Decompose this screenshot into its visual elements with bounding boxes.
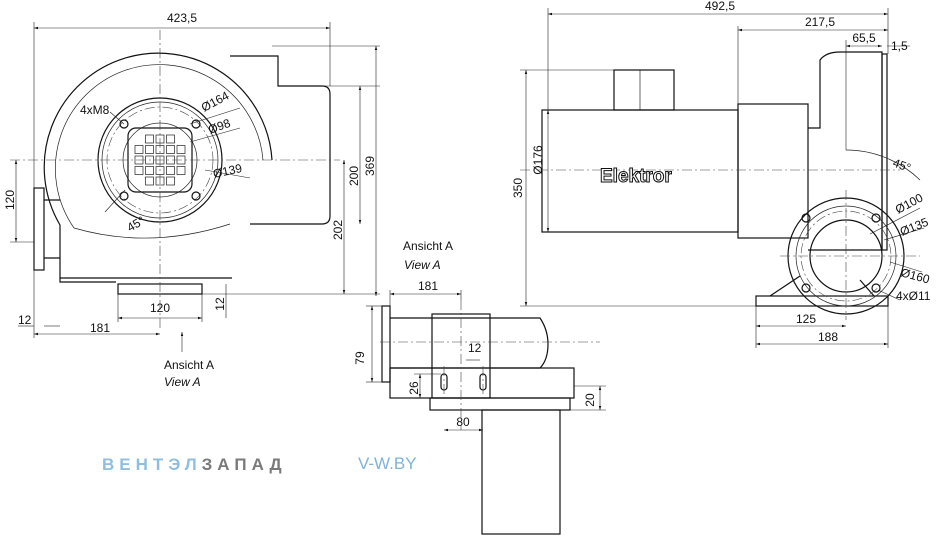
- view-a-label-en: View A: [164, 375, 201, 389]
- side-view: [520, 8, 925, 348]
- side-base-plate: [755, 295, 889, 307]
- view-a-dim-12: 12: [468, 341, 482, 355]
- grill-cell: [166, 145, 175, 154]
- brand-site: V-W.BY: [358, 454, 417, 473]
- dim-height-120: 120: [3, 190, 17, 210]
- grill-cell: [145, 134, 154, 144]
- dim-height-200: 200: [347, 166, 361, 186]
- dim-width-423: 423,5: [167, 11, 197, 25]
- view-a-motor: [481, 409, 561, 535]
- view-a-dim-79: 79: [353, 351, 367, 365]
- front-outlet-flange: [33, 187, 45, 271]
- side-terminal-box: [613, 69, 675, 111]
- label-d139: Ø139: [212, 161, 244, 181]
- side-dim-125: 125: [796, 312, 816, 326]
- side-outlet-d100: [809, 219, 883, 293]
- side-bolt-holes: [801, 213, 881, 293]
- view-a-title-en: View A: [404, 258, 441, 272]
- dim-height-369: 369: [363, 156, 377, 176]
- side-dim-188: 188: [818, 330, 838, 344]
- side-dim-350: 350: [511, 178, 525, 198]
- label-thread-m8: 4xM8: [80, 103, 110, 117]
- view-a-title: Ansicht A: [403, 239, 453, 253]
- dim-height-202: 202: [331, 220, 345, 240]
- grill-cell: [166, 134, 175, 144]
- label-angle-front: 45°: [125, 213, 148, 234]
- grill-cell: [176, 166, 186, 175]
- grill-cell: [166, 176, 175, 186]
- grill-cell: [134, 145, 144, 154]
- side-dim-d135: Ø135: [898, 215, 931, 239]
- view-a: [366, 290, 606, 535]
- dim-12-right: 12: [213, 297, 227, 311]
- view-a-flange: [381, 305, 391, 383]
- dim-181-front: 181: [90, 321, 110, 335]
- grill-cell: [166, 166, 175, 175]
- label-d98: Ø98: [206, 116, 232, 137]
- side-dim-length: 492,5: [705, 0, 735, 13]
- side-dim-217: 217,5: [805, 15, 835, 29]
- view-a-label: Ansicht A: [164, 358, 214, 372]
- grill-cell: [134, 166, 144, 175]
- grill-cell: [145, 166, 154, 175]
- grill-cell: [145, 176, 154, 186]
- side-dim-d100: Ø100: [893, 190, 926, 216]
- view-a-dim-80: 80: [456, 415, 470, 429]
- dim-base-120: 120: [150, 301, 170, 315]
- label-d164: Ø164: [199, 88, 232, 114]
- grill-cell: [145, 145, 154, 154]
- side-dim-d176: Ø176: [531, 145, 545, 175]
- front-view: [10, 22, 380, 352]
- side-dim-1-5: 1,5: [891, 39, 908, 53]
- front-scroll-outer: [43, 52, 273, 279]
- brand-watermark: ВЕНТЭЛЗАПАД: [102, 455, 287, 474]
- side-motor-flange: [737, 103, 809, 239]
- side-dim-holes: 4xØ11: [896, 289, 931, 303]
- front-bolt-holes: [119, 119, 201, 201]
- view-a-dim-26: 26: [407, 381, 421, 395]
- side-dim-d160: Ø160: [899, 265, 931, 286]
- side-dim-65: 65,5: [852, 31, 876, 45]
- brand-part-1: ВЕНТЭЛ: [102, 455, 202, 474]
- side-fan-housing: [808, 51, 883, 251]
- view-a-dim-181: 181: [418, 279, 438, 293]
- side-angle: 45°: [891, 156, 913, 175]
- dim-12-left: 12: [18, 313, 32, 327]
- motor-brand-label: Elektror: [600, 166, 672, 187]
- grill-cell: [176, 145, 186, 154]
- view-a-housing: [390, 317, 549, 369]
- brand-part-2: ЗАПАД: [202, 455, 287, 474]
- view-a-dim-20: 20: [583, 393, 597, 407]
- front-housing-body: [230, 55, 331, 225]
